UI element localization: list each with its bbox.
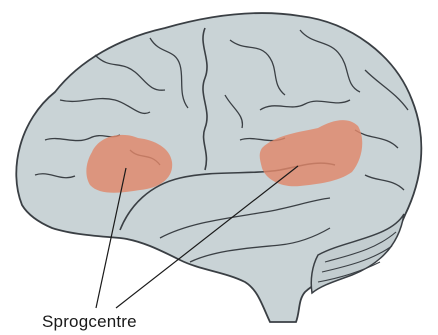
caption-label: Sprogcentre	[42, 312, 137, 332]
brain-outline	[16, 13, 421, 322]
